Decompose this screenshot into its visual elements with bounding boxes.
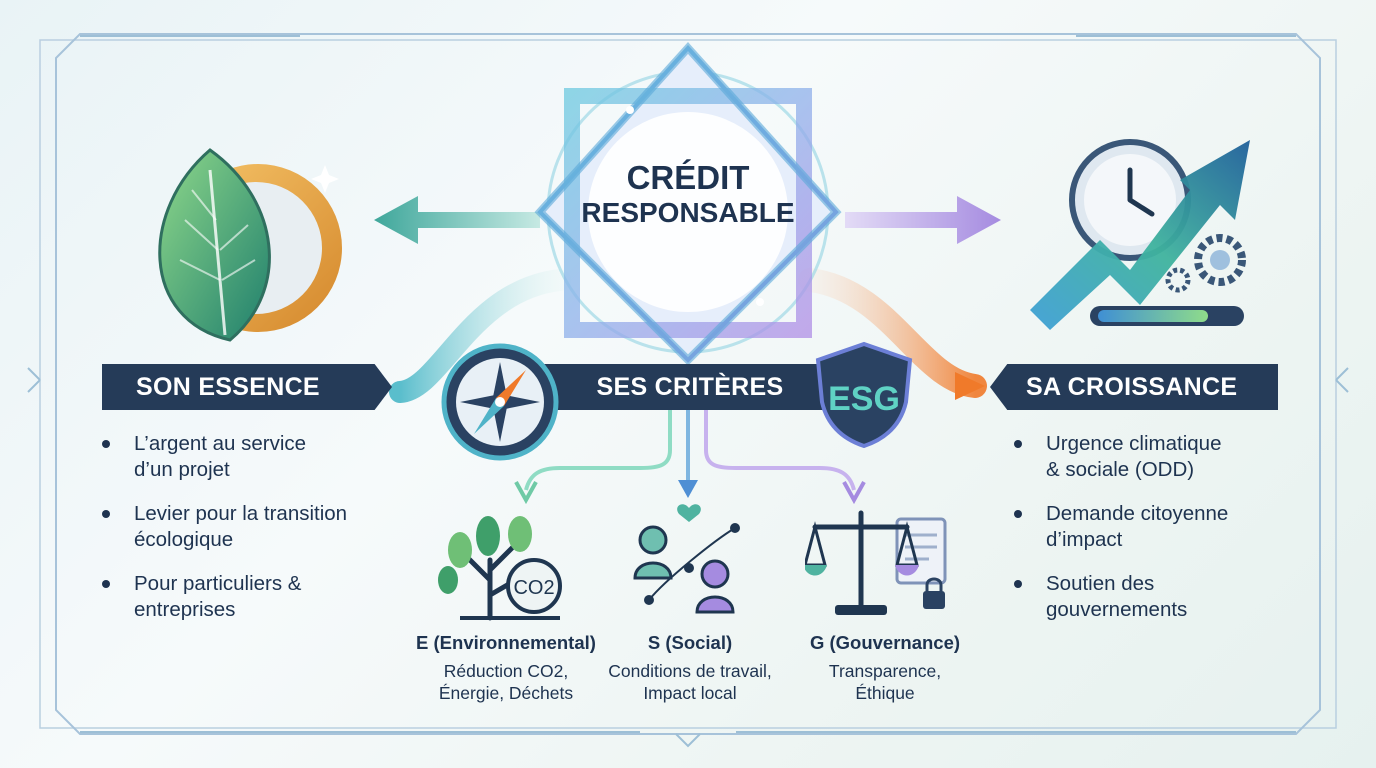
criteria-desc-line2: Éthique (855, 683, 915, 703)
bullet-dot (1014, 580, 1022, 588)
bullet-dot (102, 580, 110, 588)
diamond-emblem (534, 42, 842, 366)
people-network-icon (633, 504, 740, 614)
bullet-dot (1014, 510, 1022, 518)
bullet-dot (102, 440, 110, 448)
banner-growth-label: SA CROISSANCE (1026, 372, 1238, 401)
center-title-line2: RESPONSABLE (581, 196, 795, 228)
center-title-line1: CRÉDIT (626, 159, 750, 196)
scales-justice-icon (805, 510, 947, 615)
banner-essence-label: SON ESSENCE (136, 372, 320, 401)
criteria-connectors (514, 410, 866, 505)
growth-list: Urgence climatique& sociale (ODD) Demand… (1012, 431, 1312, 641)
bullet-dot (1014, 440, 1022, 448)
criteria-governance: G (Gouvernance) Transparence, Éthique (780, 632, 990, 704)
criteria-environmental: E (Environnemental) Réduction CO2, Énerg… (388, 632, 624, 704)
criteria-title: E (Environnemental) (416, 632, 596, 653)
esg-shield-label: ESG (828, 380, 900, 418)
leaf-coin-icon (158, 148, 342, 342)
banner-essence: SON ESSENCE (102, 364, 392, 410)
criteria-social: S (Social) Conditions de travail, Impact… (588, 632, 792, 704)
banner-criteria: SES CRITÈRES (515, 364, 865, 410)
criteria-title: G (Gouvernance) (809, 632, 961, 653)
criteria-title: S (Social) (647, 632, 733, 653)
list-item: Pour particuliers &entreprises (100, 571, 400, 623)
tree-co2-icon: CO2 (438, 516, 562, 621)
banner-criteria-label: SES CRITÈRES (596, 372, 784, 401)
criteria-desc-line1: Conditions de travail, (608, 661, 772, 681)
banner-growth: SA CROISSANCE (990, 364, 1278, 410)
arrow-left (374, 196, 540, 244)
criteria-desc-line2: Impact local (643, 683, 737, 703)
arrow-right (845, 196, 1001, 244)
co2-label: CO2 (513, 577, 554, 599)
esg-shield-icon: ESG (815, 341, 913, 448)
criteria-desc-line1: Transparence, (828, 661, 942, 681)
list-item: Urgence climatique& sociale (ODD) (1012, 431, 1312, 483)
criteria-desc-line1: Réduction CO2, (443, 661, 569, 681)
growth-chart-icon (1030, 139, 1250, 330)
bullet-dot (102, 510, 110, 518)
criteria-desc-line2: Énergie, Déchets (438, 683, 574, 703)
center-title: CRÉDIT RESPONSABLE (528, 159, 848, 228)
compass-icon (441, 343, 559, 461)
